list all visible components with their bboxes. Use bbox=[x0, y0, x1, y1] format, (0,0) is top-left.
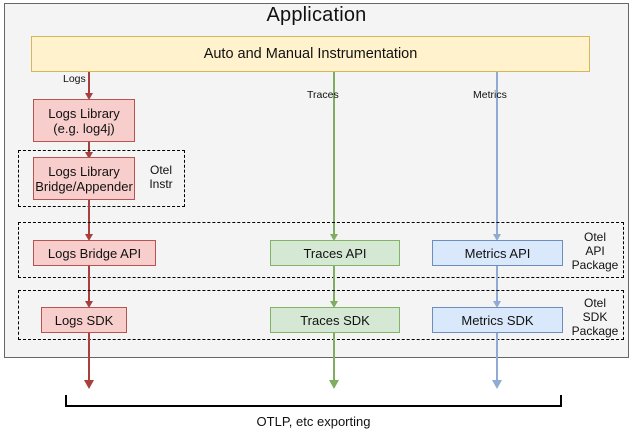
flow-label-logs: Logs bbox=[63, 73, 86, 85]
group-otel-api-line2: API bbox=[585, 244, 605, 258]
node-logs-bridge-api-label: Logs Bridge API bbox=[47, 245, 142, 261]
group-otel-sdk-package-label: Otel SDK Package bbox=[570, 296, 620, 338]
connector-traces-api-to-sdk bbox=[333, 266, 335, 305]
connector-logs-api-to-sdk bbox=[88, 266, 90, 305]
arrowhead-logs-library bbox=[84, 93, 93, 100]
group-otel-sdk-line2: SDK bbox=[582, 310, 608, 324]
group-otel-instr-line2: Instr bbox=[149, 177, 173, 191]
arrowhead-traces-sdk bbox=[329, 301, 338, 308]
arrowhead-logs-export bbox=[83, 380, 94, 389]
arrowhead-metrics-sdk bbox=[492, 301, 501, 308]
node-metrics-sdk-label: Metrics SDK bbox=[461, 312, 534, 328]
group-otel-sdk-package bbox=[18, 290, 624, 340]
export-label: OTLP, etc exporting bbox=[256, 414, 371, 429]
node-logs-bridge-appender-line1: Logs Library bbox=[48, 163, 120, 179]
group-otel-sdk-line1: Otel bbox=[583, 296, 606, 310]
node-logs-sdk: Logs SDK bbox=[41, 307, 127, 333]
node-metrics-api-label: Metrics API bbox=[464, 245, 531, 261]
group-otel-instr-line1: Otel bbox=[149, 163, 172, 177]
flow-label-metrics: Metrics bbox=[473, 89, 507, 101]
arrowhead-traces-export bbox=[328, 380, 339, 389]
instrumentation-box: Auto and Manual Instrumentation bbox=[31, 36, 590, 72]
connector-traces-instrumentation-to-api bbox=[333, 72, 335, 238]
connector-metrics-api-to-sdk bbox=[496, 266, 498, 305]
node-traces-sdk-label: Traces SDK bbox=[300, 312, 370, 328]
connector-logs-instrumentation-to-library bbox=[88, 72, 90, 94]
arrowhead-logs-bridge-api bbox=[84, 234, 93, 241]
connector-logs-sdk-to-export bbox=[88, 333, 90, 383]
group-otel-instr-label: Otel Instr bbox=[140, 163, 182, 191]
group-otel-api-line1: Otel bbox=[583, 230, 606, 244]
node-logs-sdk-label: Logs SDK bbox=[54, 312, 114, 328]
group-otel-api-package-label: Otel API Package bbox=[570, 230, 620, 272]
group-otel-api-line3: Package bbox=[571, 258, 619, 272]
group-otel-api-package bbox=[18, 222, 624, 278]
arrowhead-logs-sdk bbox=[84, 301, 93, 308]
connector-logs-bridge-to-api bbox=[88, 200, 90, 238]
export-bracket bbox=[65, 395, 562, 407]
group-otel-sdk-line3: Package bbox=[571, 324, 619, 338]
arrowhead-logs-bridge-appender bbox=[84, 152, 93, 159]
arrowhead-traces-api bbox=[329, 234, 338, 241]
node-logs-library: Logs Library (e.g. log4j) bbox=[33, 99, 135, 142]
instrumentation-label: Auto and Manual Instrumentation bbox=[203, 46, 418, 62]
node-logs-bridge-api: Logs Bridge API bbox=[33, 240, 156, 266]
node-logs-bridge-appender-line2: Bridge/Appender bbox=[35, 178, 133, 194]
connector-logs-library-to-bridge bbox=[88, 142, 90, 155]
connector-traces-sdk-to-export bbox=[333, 333, 335, 383]
node-metrics-api: Metrics API bbox=[432, 240, 563, 266]
node-metrics-sdk: Metrics SDK bbox=[432, 307, 563, 333]
node-logs-library-line1: Logs Library bbox=[48, 105, 120, 121]
arrowhead-metrics-export bbox=[491, 380, 502, 389]
arrowhead-metrics-api bbox=[492, 234, 501, 241]
page-title: Application bbox=[266, 4, 367, 26]
node-logs-bridge-appender: Logs Library Bridge/Appender bbox=[33, 157, 135, 200]
node-logs-library-line2: (e.g. log4j) bbox=[53, 120, 115, 136]
node-traces-sdk: Traces SDK bbox=[270, 307, 400, 333]
flow-label-traces: Traces bbox=[307, 89, 339, 101]
connector-metrics-instrumentation-to-api bbox=[496, 72, 498, 238]
node-traces-api: Traces API bbox=[270, 240, 400, 266]
node-traces-api-label: Traces API bbox=[303, 245, 367, 261]
connector-metrics-sdk-to-export bbox=[496, 333, 498, 383]
group-otel-instr bbox=[18, 150, 185, 207]
